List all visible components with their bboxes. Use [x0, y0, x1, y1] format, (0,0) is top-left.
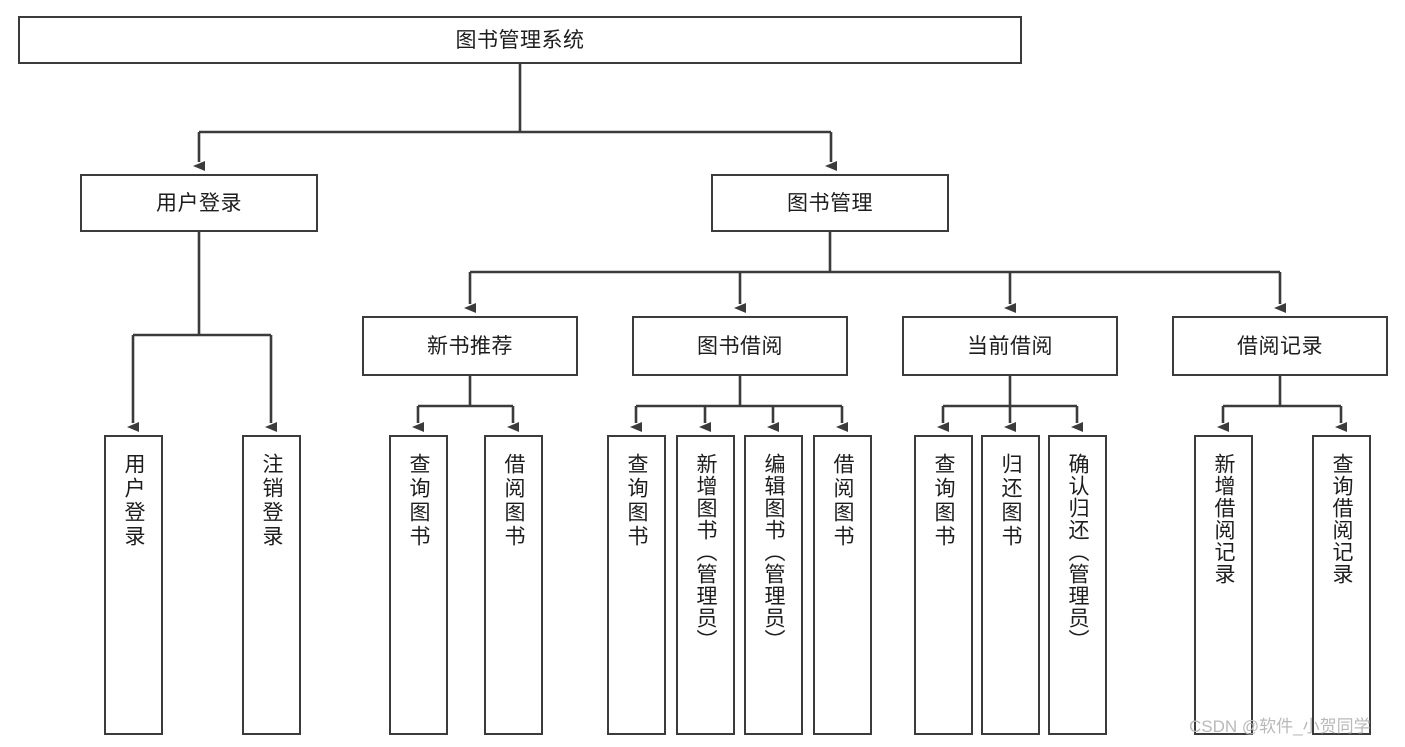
node-current-borrow-label: 当前借阅	[967, 334, 1053, 358]
node-root[interactable]: 图书管理系统	[18, 16, 1022, 64]
leaf-return-books[interactable]: 归还图书	[981, 435, 1040, 735]
node-user-login-label: 用户登录	[156, 191, 242, 215]
edges-records-to-leaves	[1217, 376, 1347, 432]
edges-borrow-to-leaves	[630, 376, 848, 432]
leaf-user-login[interactable]: 用户登录	[104, 435, 163, 735]
leaf-confirm-return-admin[interactable]: 确认归还（管理员）	[1048, 435, 1107, 735]
node-new-book-recommend-label: 新书推荐	[427, 334, 513, 358]
node-book-borrow[interactable]: 图书借阅	[632, 316, 848, 376]
leaf-confirm-return-admin-label: 确认归还（管理员）	[1066, 453, 1089, 651]
leaf-user-login-label: 用户登录	[122, 453, 145, 549]
leaf-edit-book-admin[interactable]: 编辑图书（管理员）	[744, 435, 803, 735]
node-book-management-label: 图书管理	[787, 191, 873, 215]
leaf-borrow-books-borrow-label: 借阅图书	[831, 453, 854, 549]
leaf-logout-login-label: 注销登录	[260, 453, 283, 549]
node-new-book-recommend[interactable]: 新书推荐	[362, 316, 578, 376]
node-borrow-records-label: 借阅记录	[1237, 334, 1323, 358]
csdn-watermark: CSDN @软件_小贺同学	[1189, 717, 1371, 736]
leaf-add-borrow-record-label: 新增借阅记录	[1212, 453, 1235, 585]
leaf-add-borrow-record[interactable]: 新增借阅记录	[1194, 435, 1253, 735]
node-user-login[interactable]: 用户登录	[80, 174, 318, 232]
edges-root-to-level1	[193, 64, 837, 171]
edges-newbook-to-leaves	[412, 376, 519, 432]
leaf-query-books-current-label: 查询图书	[932, 453, 955, 549]
edges-current-to-leaves	[937, 376, 1083, 432]
leaf-query-borrow-record-label: 查询借阅记录	[1330, 453, 1353, 585]
leaf-query-books-newbook[interactable]: 查询图书	[389, 435, 448, 735]
leaf-borrow-books-borrow[interactable]: 借阅图书	[813, 435, 872, 735]
node-book-borrow-label: 图书借阅	[697, 334, 783, 358]
node-book-management[interactable]: 图书管理	[711, 174, 949, 232]
leaf-query-books-borrow-label: 查询图书	[625, 453, 648, 549]
leaf-query-borrow-record[interactable]: 查询借阅记录	[1312, 435, 1371, 735]
edges-bookmgmt-to-level2	[464, 232, 1286, 313]
leaf-borrow-books-newbook-label: 借阅图书	[502, 453, 525, 549]
edges-userlogin-to-leaves	[127, 232, 277, 432]
leaf-query-books-borrow[interactable]: 查询图书	[607, 435, 666, 735]
node-current-borrow[interactable]: 当前借阅	[902, 316, 1118, 376]
node-borrow-records[interactable]: 借阅记录	[1172, 316, 1388, 376]
leaf-query-books-newbook-label: 查询图书	[407, 453, 430, 549]
node-root-label: 图书管理系统	[455, 28, 585, 52]
leaf-return-books-label: 归还图书	[999, 453, 1022, 549]
leaf-add-book-admin[interactable]: 新增图书（管理员）	[676, 435, 735, 735]
leaf-borrow-books-newbook[interactable]: 借阅图书	[484, 435, 543, 735]
leaf-query-books-current[interactable]: 查询图书	[914, 435, 973, 735]
leaf-add-book-admin-label: 新增图书（管理员）	[694, 453, 717, 651]
leaf-edit-book-admin-label: 编辑图书（管理员）	[762, 453, 785, 651]
leaf-logout-login[interactable]: 注销登录	[242, 435, 301, 735]
